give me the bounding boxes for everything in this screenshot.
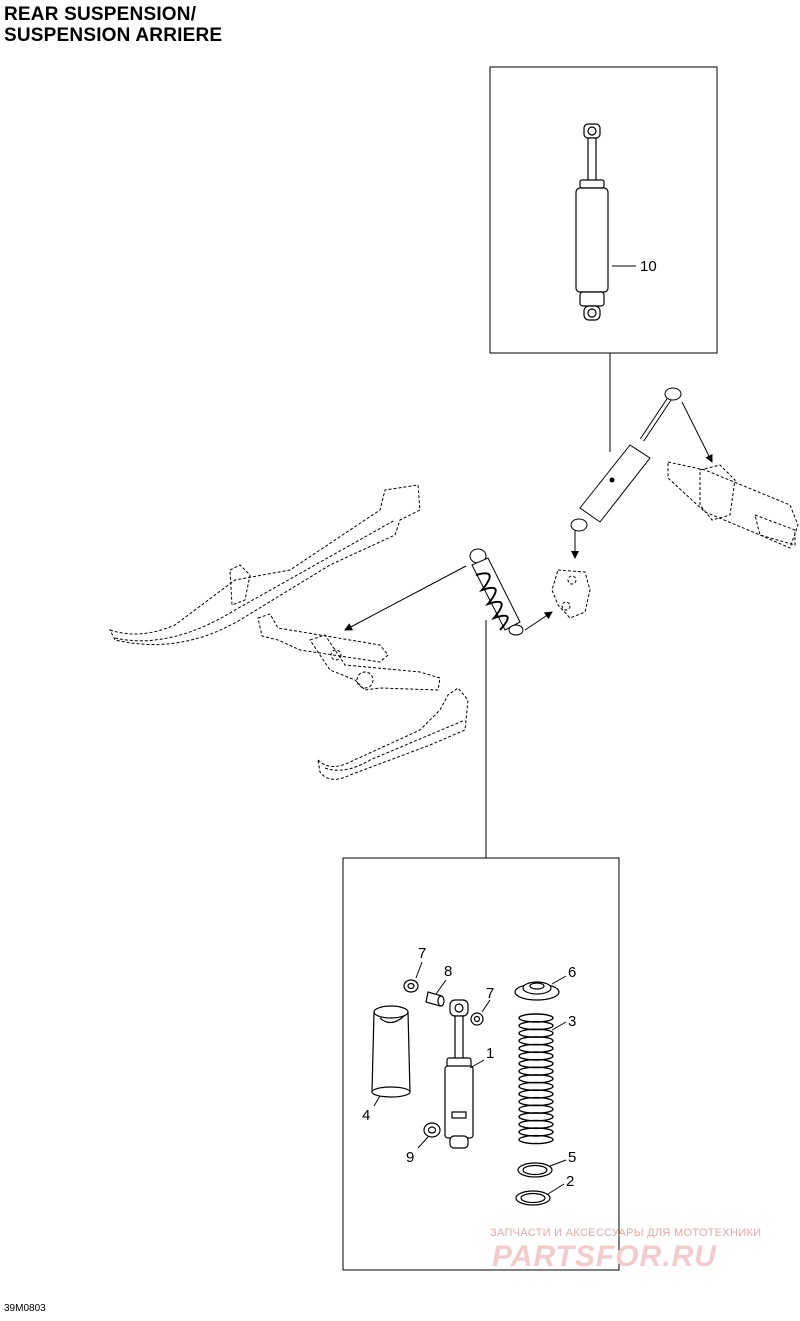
bushing-part-9[interactable] (423, 1122, 441, 1138)
rear-shock-assembly-view (570, 387, 682, 532)
spring-coil (518, 1104, 554, 1114)
title-line-2: SUSPENSION ARRIERE (4, 25, 223, 46)
callout-8: 8 (444, 963, 452, 980)
spring-coil (518, 1134, 554, 1145)
page-title: REAR SUSPENSION/ SUSPENSION ARRIERE (4, 4, 222, 46)
main-assembly (109, 387, 799, 858)
detail-box-coil-shock: 7 8 7 1 4 9 6 3 5 2 (342, 857, 620, 1271)
spring-coil (518, 1020, 554, 1031)
watermark-brand-logo: PARTSFOR.RU (492, 1240, 717, 1273)
callout-6: 6 (568, 964, 576, 981)
callout-3: 3 (568, 1013, 576, 1030)
rail-lower (317, 687, 469, 780)
callout-4: 4 (362, 1107, 370, 1124)
callout-5: 5 (568, 1149, 576, 1166)
ring-part-5[interactable] (517, 1162, 553, 1178)
spring-coil (518, 1119, 554, 1130)
diagram-code: 39M0803 (4, 1303, 46, 1314)
shock-absorber-part-10[interactable] (575, 123, 609, 321)
watermark-tagline: ЗАПЧАСТИ И АКСЕССУАРЫ ДЛЯ МОТОТЕХНИКИ (490, 1227, 762, 1239)
spring-coil (518, 1066, 554, 1076)
spring-coil (518, 1074, 554, 1084)
spring-coil (518, 1036, 554, 1046)
rail-upper (109, 484, 421, 645)
callout-1: 1 (486, 1045, 494, 1062)
shock-absorber-part-1[interactable] (444, 999, 474, 1149)
spacer-part-8[interactable] (425, 991, 445, 1007)
shock-bracket (551, 569, 591, 619)
spring-coil (518, 1051, 554, 1061)
callout-leaders (373, 961, 567, 1195)
spring-coil (518, 1028, 554, 1038)
coil-spring-part-3[interactable] (518, 1013, 554, 1145)
callout-9: 9 (406, 1149, 414, 1166)
callout-7-upper: 7 (418, 945, 426, 962)
bushing-part-7-lower[interactable] (470, 1012, 484, 1026)
callout-2: 2 (566, 1173, 574, 1190)
callout-7-lower: 7 (486, 985, 494, 1002)
spring-coil (518, 1127, 554, 1137)
dust-boot-part-4[interactable] (371, 1005, 411, 1098)
detail-box-shock-10: 10 (489, 66, 718, 354)
coil-shock-assembly-view (469, 548, 524, 636)
spring-coil (518, 1058, 554, 1069)
spring-coil (518, 1112, 554, 1122)
spring-coil (518, 1096, 554, 1107)
lower-arm (257, 613, 441, 691)
spring-coil (518, 1013, 554, 1023)
front-arm-right (667, 461, 799, 549)
bushing-part-7-upper[interactable] (403, 979, 419, 993)
title-line-1: REAR SUSPENSION/ (4, 4, 197, 25)
spring-coil (518, 1081, 554, 1092)
ring-part-2[interactable] (515, 1190, 551, 1206)
spring-coil (518, 1043, 554, 1054)
spring-coil (518, 1089, 554, 1099)
spring-seat-part-6[interactable] (514, 981, 560, 1001)
callout-10: 10 (640, 258, 657, 275)
